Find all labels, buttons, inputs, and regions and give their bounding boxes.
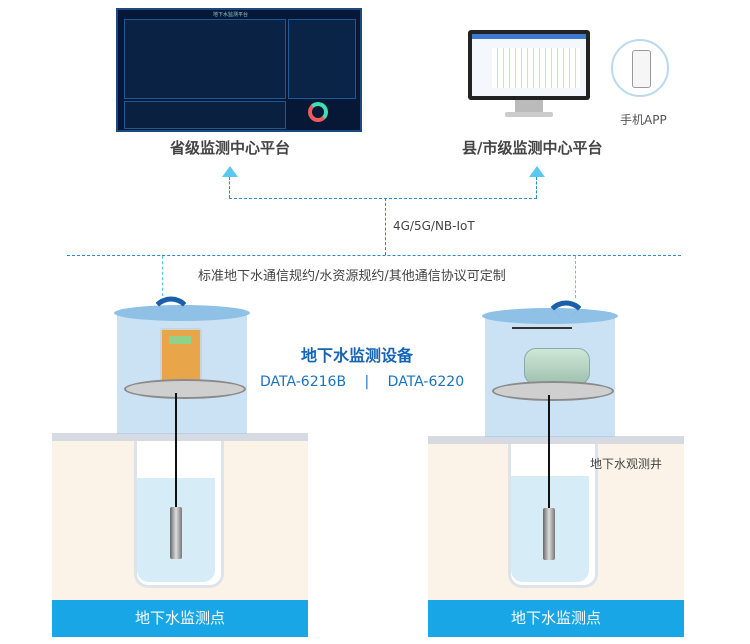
map-area xyxy=(124,19,286,99)
screen-title: 地下水监测平台 xyxy=(213,12,249,18)
device-6220 xyxy=(524,348,590,385)
device-models: DATA-6216B | DATA-6220 xyxy=(260,374,464,390)
well-plate xyxy=(492,381,614,401)
sensor-cable xyxy=(548,395,550,510)
level-sensor xyxy=(170,507,182,559)
ground-surface xyxy=(52,433,308,441)
network-label: 4G/5G/NB-IoT xyxy=(393,219,475,233)
device-title: 地下水监测设备 xyxy=(301,346,414,365)
donut-chart xyxy=(308,102,328,122)
antenna xyxy=(512,327,572,329)
phone-circle xyxy=(611,39,669,97)
monitor-screen xyxy=(472,34,586,96)
model-b: DATA-6220 xyxy=(387,374,465,390)
link-line xyxy=(229,177,230,198)
province-platform-screen: 地下水监测平台 xyxy=(116,8,362,132)
model-separator: | xyxy=(364,374,370,390)
event-panel xyxy=(288,19,356,99)
arrow-up-icon xyxy=(529,166,545,177)
mobile-app-label: 手机APP xyxy=(620,113,667,127)
protocol-label: 标准地下水通信规约/水资源规约/其他通信协议可定制 xyxy=(198,269,506,284)
province-platform-label: 省级监测中心平台 xyxy=(170,139,291,157)
monitor-stand xyxy=(515,100,543,112)
link-line xyxy=(385,198,386,255)
level-sensor xyxy=(543,508,555,560)
phone-icon xyxy=(632,50,651,88)
monitor-base xyxy=(505,112,553,117)
site-label-left: 地下水监测点 xyxy=(52,600,308,637)
link-line xyxy=(229,198,537,199)
site-label-right: 地下水监测点 xyxy=(428,600,684,637)
model-a: DATA-6216B xyxy=(260,374,347,390)
arrow-up-icon xyxy=(222,166,238,177)
well-plate xyxy=(124,379,246,399)
observation-well-label: 地下水观测井 xyxy=(590,457,663,471)
monitor-icon xyxy=(468,30,590,100)
link-line xyxy=(536,177,537,198)
device-6216b xyxy=(160,328,202,384)
county-platform-label: 县/市级监测中心平台 xyxy=(462,139,603,157)
link-line xyxy=(575,256,576,298)
housing-cap xyxy=(114,305,250,321)
ground-surface xyxy=(428,436,684,444)
sensor-cable xyxy=(175,393,177,508)
bus-line xyxy=(67,255,681,256)
link-line xyxy=(162,256,163,296)
housing-cap xyxy=(482,308,618,324)
data-table xyxy=(124,101,286,129)
